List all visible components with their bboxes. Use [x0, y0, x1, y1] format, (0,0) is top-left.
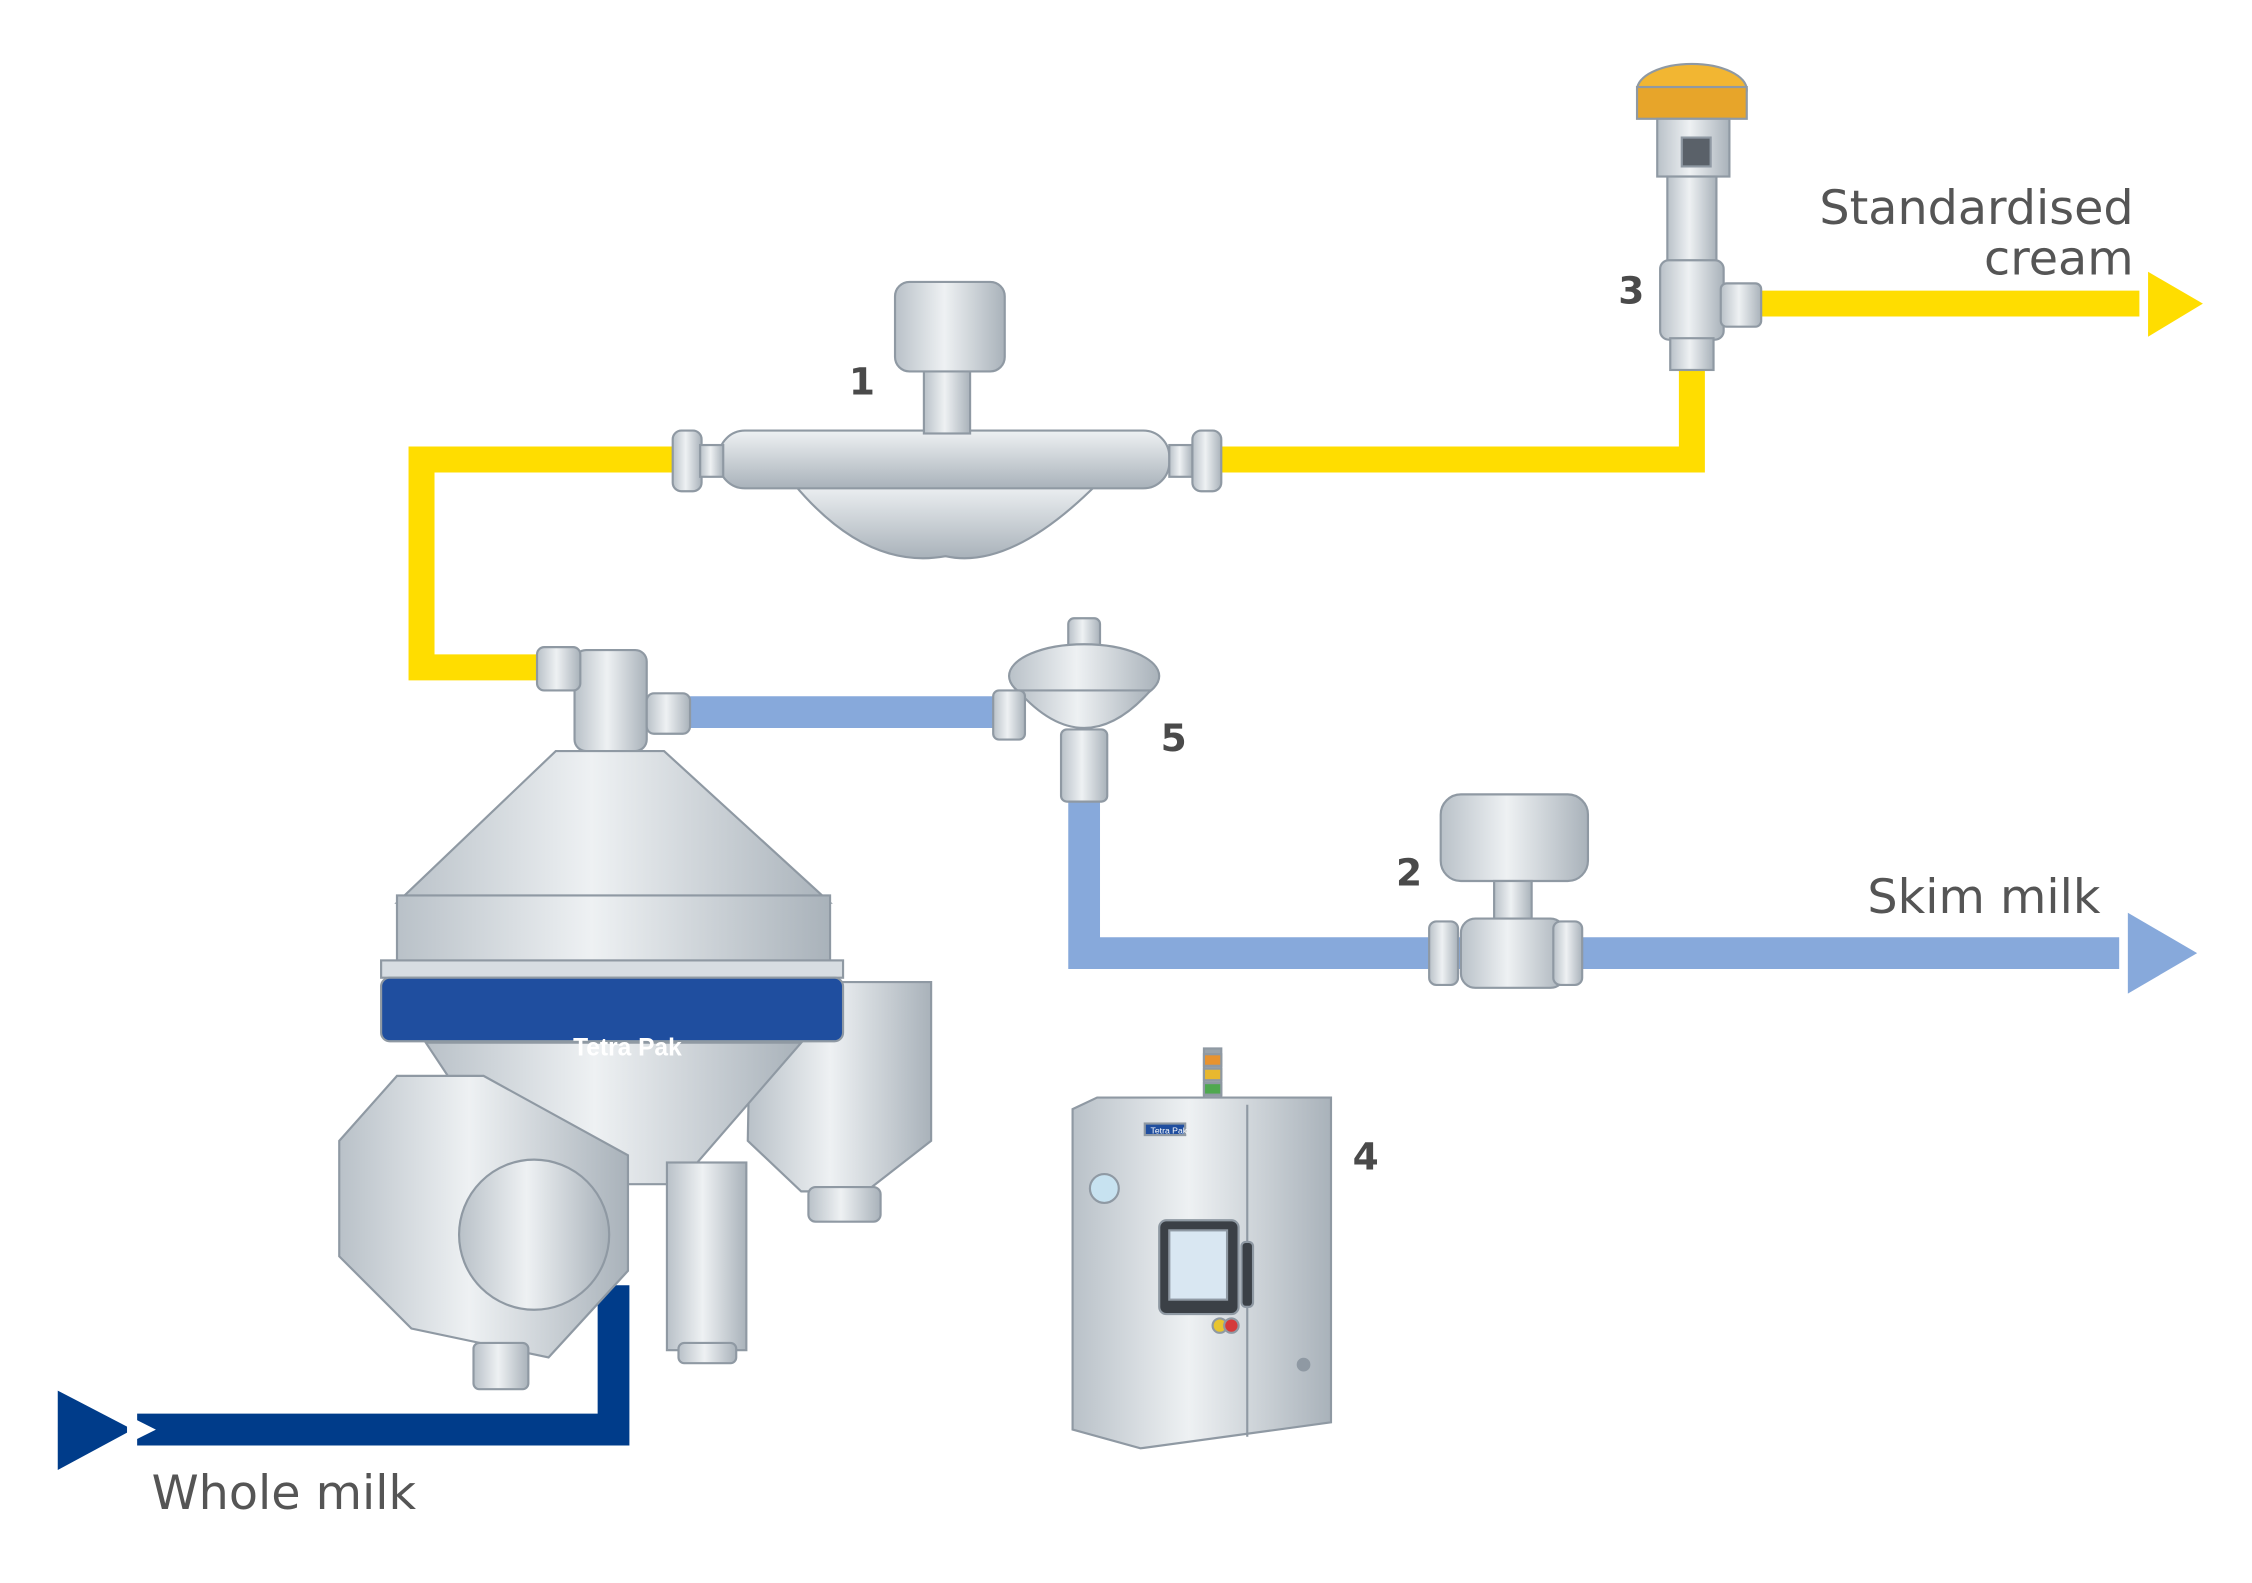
standardised-cream-label-line1: Standardised [1819, 181, 2133, 236]
standardised-cream-label-line2: cream [1984, 232, 2134, 287]
label-number-3: 3 [1618, 269, 1644, 313]
magnetic-flowmeter-icon [1428, 793, 1590, 989]
constant-pressure-valve-icon [992, 617, 1161, 803]
whole-milk-arrow-icon [57, 1390, 133, 1470]
whole-milk-label: Whole milk [152, 1466, 417, 1521]
separator-brand-logo: Tetra Pak [573, 1035, 682, 1062]
label-number-2: 2 [1396, 850, 1422, 894]
control-cabinet-icon [1071, 1047, 1333, 1450]
skim-pipe [678, 696, 2120, 970]
whole-milk-pipe [137, 1285, 630, 1446]
skim-arrow-icon [2127, 912, 2198, 994]
skim-milk-label: Skim milk [1867, 870, 2100, 925]
cabinet-brand-logo: Tetra Pak [1151, 1126, 1188, 1136]
cream-arrow-icon [2148, 271, 2203, 337]
label-number-1: 1 [849, 360, 875, 404]
label-number-4: 4 [1353, 1135, 1379, 1179]
control-valve-icon [1635, 62, 1763, 372]
cream-pipe [408, 290, 2140, 681]
label-number-5: 5 [1161, 716, 1187, 760]
mass-flowmeter-icon [671, 280, 1223, 560]
separator-icon [338, 646, 933, 1391]
